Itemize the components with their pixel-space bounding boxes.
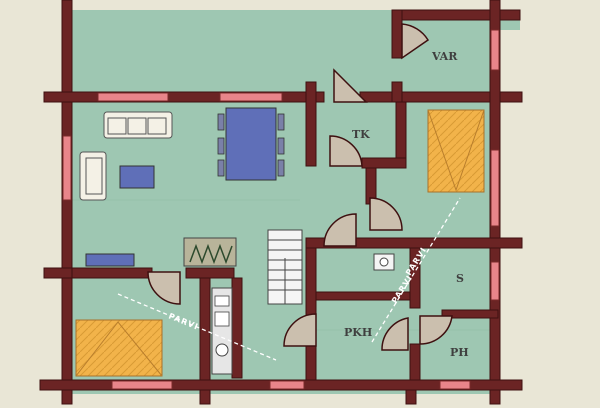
dashed-lines	[117, 197, 461, 361]
window-left-outer	[62, 135, 72, 201]
wall-left-stub	[43, 267, 73, 279]
sofa-icon	[103, 111, 173, 139]
windows	[62, 29, 500, 390]
window-bottom-center	[269, 380, 305, 390]
wall-left-divider	[65, 267, 153, 279]
door-hall	[323, 213, 357, 247]
wall-ph-top	[441, 309, 499, 319]
door-ph-right	[419, 315, 453, 345]
wall-tk-right	[395, 101, 407, 163]
wall-pkh-right-lower	[409, 343, 421, 385]
window-right-middle	[490, 149, 500, 227]
window-bottom-right	[439, 380, 471, 390]
room-label-s: S	[456, 272, 464, 285]
door-tk-top	[333, 68, 368, 103]
door-left-room	[147, 271, 181, 305]
window-right-top	[490, 29, 500, 71]
room-label-ph: PH	[450, 346, 469, 359]
sideboard-icon	[85, 253, 135, 267]
room-label-var: VAR	[431, 50, 458, 63]
wall-bottom-post-right	[405, 389, 417, 405]
dining-table-icon	[217, 107, 285, 181]
plant-icon	[183, 237, 237, 267]
window-right-lower	[490, 261, 500, 301]
wall-pkh-right	[409, 247, 421, 309]
wall-var-left	[391, 9, 403, 59]
wall-tk-left	[305, 81, 317, 167]
bed-icon-left	[75, 319, 163, 377]
wall-hall-left	[305, 247, 317, 319]
door-closet	[369, 197, 403, 231]
coffee-table-icon	[119, 165, 155, 189]
armchair-icon	[79, 151, 107, 201]
doors	[147, 23, 453, 351]
door-ph-left	[381, 317, 409, 351]
wall-top-right	[391, 9, 521, 21]
door-tk	[329, 135, 363, 167]
door-var	[401, 23, 430, 60]
stairs-icon	[267, 229, 303, 305]
window-bottom-left	[111, 380, 173, 390]
washer-icon	[373, 253, 395, 271]
bed-icon-tk	[427, 109, 485, 193]
window-top-center	[219, 92, 283, 102]
window-top-left	[97, 92, 169, 102]
wall-tk-bottom	[361, 157, 407, 169]
wall-bottom-post-left	[199, 389, 211, 405]
wall-left-divider-2	[185, 267, 235, 279]
room-label-tk: TK	[352, 128, 370, 141]
room-label-pkh: PKH	[344, 326, 372, 339]
kitchen-counter-icon	[211, 287, 233, 375]
wall-upper-horizontal	[43, 91, 325, 103]
wall-left-outer	[61, 0, 73, 405]
wall-var-left-lower	[391, 81, 403, 103]
sink-icon	[215, 343, 229, 357]
door-pkh	[283, 313, 317, 347]
wall-stair-right	[231, 277, 243, 379]
